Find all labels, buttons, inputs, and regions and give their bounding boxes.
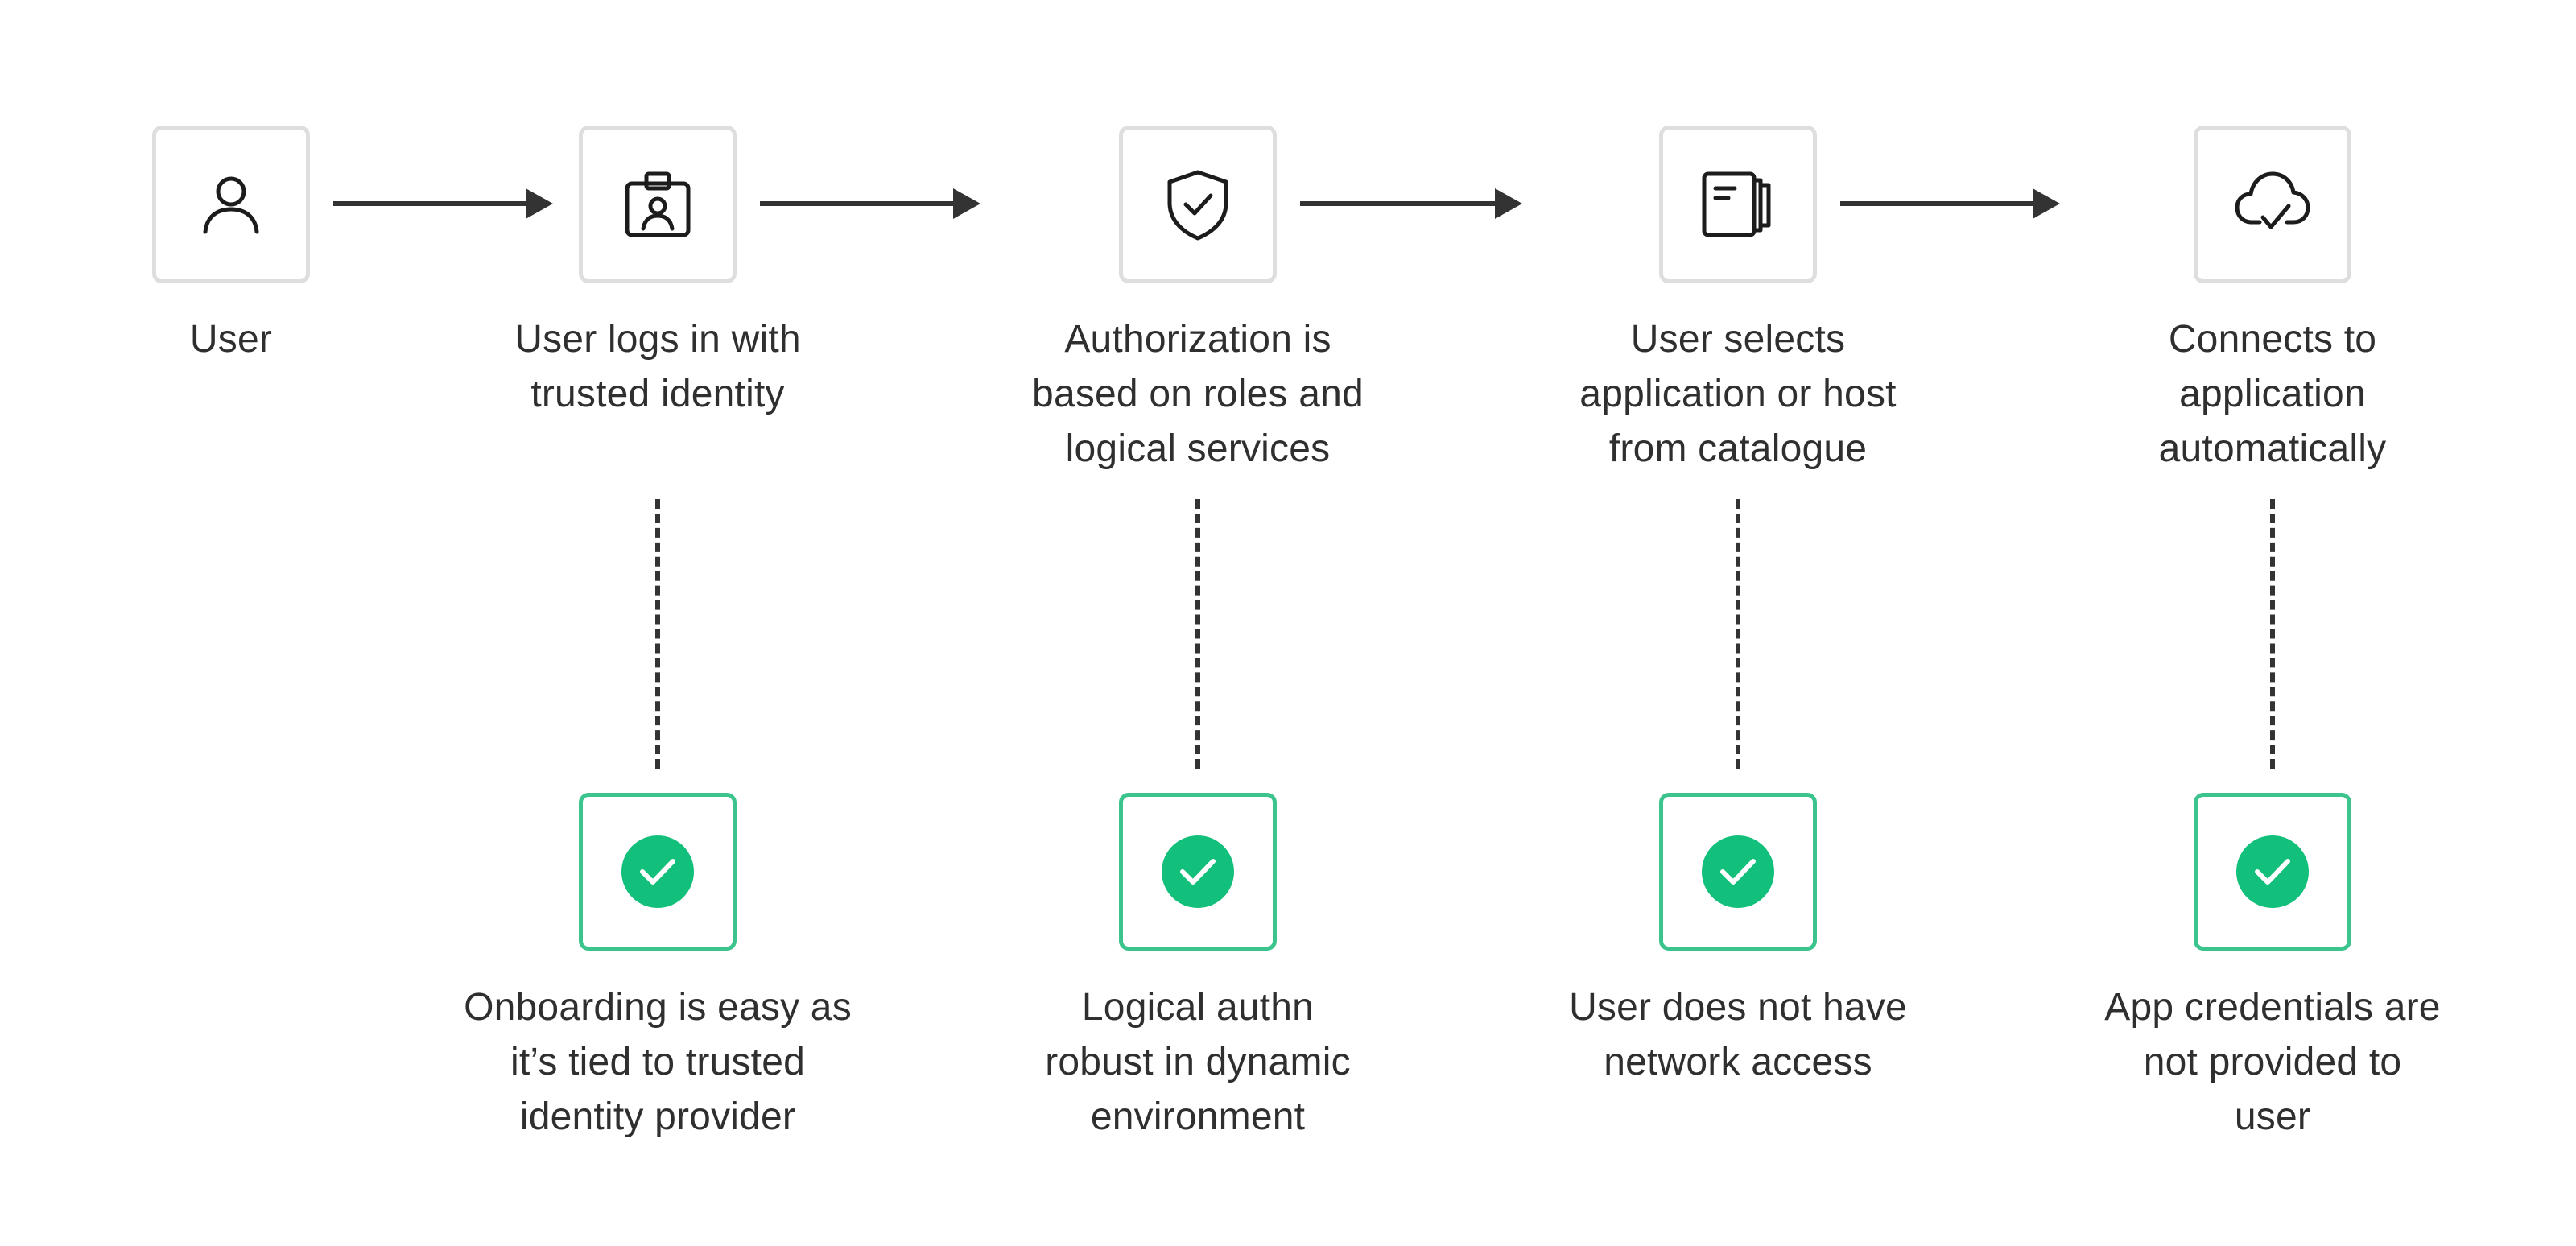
- dotted-connector-1: [655, 499, 660, 769]
- flow-arrow-4: [1840, 188, 2060, 219]
- dotted-connector-2: [1195, 499, 1200, 769]
- dotted-connector-4: [2270, 499, 2275, 769]
- step-node-catalogue: [1659, 126, 1817, 283]
- step-label-connect: Connects to application automatically: [2158, 318, 2387, 470]
- benefit-label-no-network: User does not have network access: [1569, 986, 1907, 1083]
- user-icon: [197, 171, 265, 238]
- benefit-node-onboarding: [579, 793, 737, 951]
- benefit-label-logical-authn: Logical authn robust in dynamic environm…: [1045, 986, 1351, 1138]
- step-node-authorization: [1119, 126, 1277, 283]
- benefit-node-logical-authn: [1119, 793, 1277, 951]
- flow-arrow-1: [333, 188, 553, 219]
- catalogue-icon: [1699, 167, 1777, 241]
- shield-check-icon: [1163, 167, 1232, 241]
- flow-arrow-2: [760, 188, 980, 219]
- benefit-node-no-network: [1659, 793, 1817, 951]
- step-node-connect: [2194, 126, 2351, 283]
- benefit-label-onboarding: Onboarding is easy as it’s tied to trust…: [464, 986, 852, 1138]
- id-badge-icon: [621, 167, 695, 241]
- step-label-user: User: [189, 318, 273, 361]
- check-circle-icon: [1702, 835, 1774, 908]
- step-label-catalogue: User selects application or host from ca…: [1579, 318, 1897, 470]
- benefit-node-no-credentials: [2194, 793, 2351, 951]
- check-circle-icon: [621, 835, 694, 908]
- check-circle-icon: [1162, 835, 1234, 908]
- cloud-check-icon: [2232, 167, 2313, 241]
- check-circle-icon: [2236, 835, 2309, 908]
- benefit-label-no-credentials: App credentials are not provided to user: [2104, 986, 2441, 1138]
- dotted-connector-3: [1736, 499, 1740, 769]
- step-label-authorization: Authorization is based on roles and logi…: [1032, 318, 1364, 470]
- step-label-login: User logs in with trusted identity: [514, 318, 801, 415]
- flow-arrow-3: [1300, 188, 1522, 219]
- step-node-user: [152, 126, 310, 283]
- step-node-login: [579, 126, 737, 283]
